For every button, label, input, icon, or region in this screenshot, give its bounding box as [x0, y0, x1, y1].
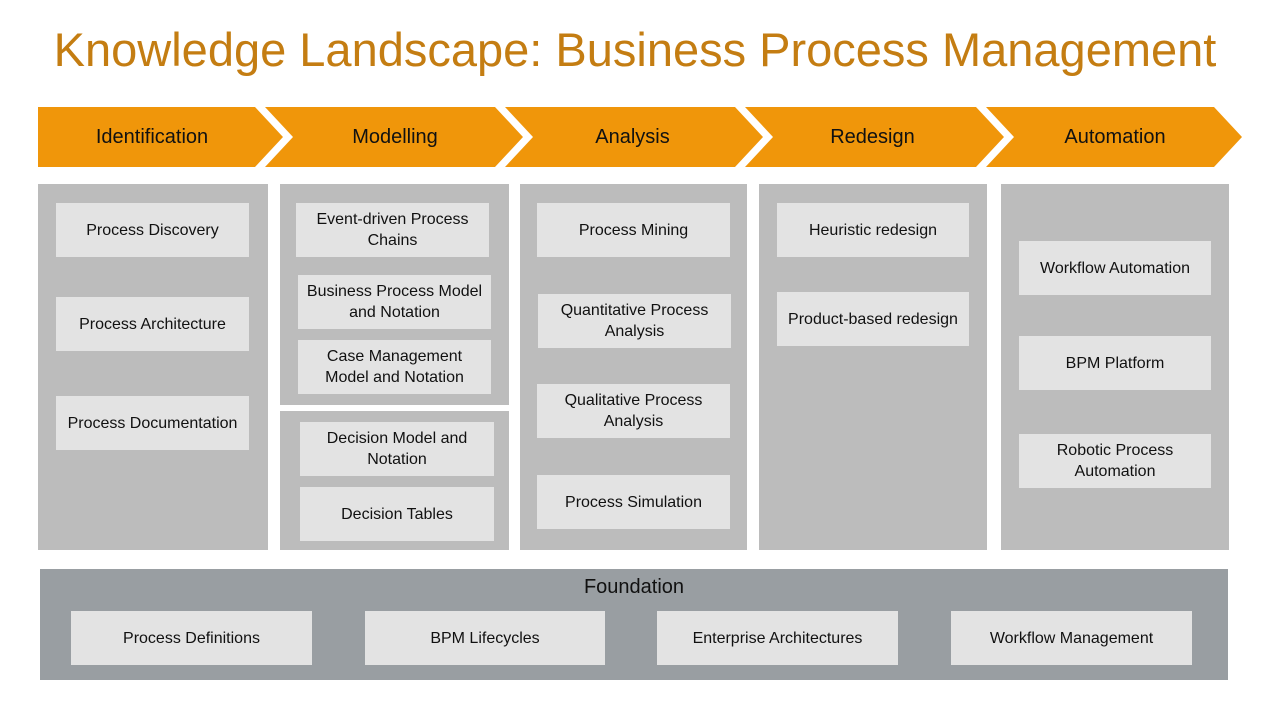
- item-process-documentation: Process Documentation: [56, 396, 249, 450]
- item-quantitative-process-analysis: Quantitative Process Analysis: [538, 294, 731, 348]
- item-cmmn: Case Management Model and Notation: [298, 340, 491, 394]
- item-bpm-platform: BPM Platform: [1019, 336, 1211, 390]
- phase-label-identification: Identification: [95, 126, 209, 148]
- item-process-discovery: Process Discovery: [56, 203, 249, 257]
- item-workflow-automation: Workflow Automation: [1019, 241, 1211, 295]
- item-bpmn: Business Process Model and Notation: [298, 275, 491, 329]
- item-process-mining: Process Mining: [537, 203, 730, 257]
- item-dmn: Decision Model and Notation: [300, 422, 494, 476]
- item-qualitative-process-analysis: Qualitative Process Analysis: [537, 384, 730, 438]
- foundation-item-enterprise-architectures: Enterprise Architectures: [657, 611, 898, 665]
- page-title: Knowledge Landscape: Business Process Ma…: [53, 23, 1217, 76]
- item-process-simulation: Process Simulation: [537, 475, 730, 529]
- phase-label-analysis: Analysis: [595, 126, 670, 148]
- item-process-architecture: Process Architecture: [56, 297, 249, 351]
- phase-label-automation: Automation: [1064, 126, 1166, 148]
- item-heuristic-redesign: Heuristic redesign: [777, 203, 969, 257]
- item-robotic-process-automation: Robotic Process Automation: [1019, 434, 1211, 488]
- foundation-title: Foundation: [583, 576, 685, 598]
- item-product-based-redesign: Product-based redesign: [777, 292, 969, 346]
- phase-label-redesign: Redesign: [830, 126, 915, 148]
- item-event-driven-process-chains: Event-driven Process Chains: [296, 203, 489, 257]
- item-decision-tables: Decision Tables: [300, 487, 494, 541]
- foundation-item-workflow-management: Workflow Management: [951, 611, 1192, 665]
- foundation-item-process-definitions: Process Definitions: [71, 611, 312, 665]
- phase-label-modelling: Modelling: [352, 126, 438, 148]
- foundation-item-bpm-lifecycles: BPM Lifecycles: [365, 611, 605, 665]
